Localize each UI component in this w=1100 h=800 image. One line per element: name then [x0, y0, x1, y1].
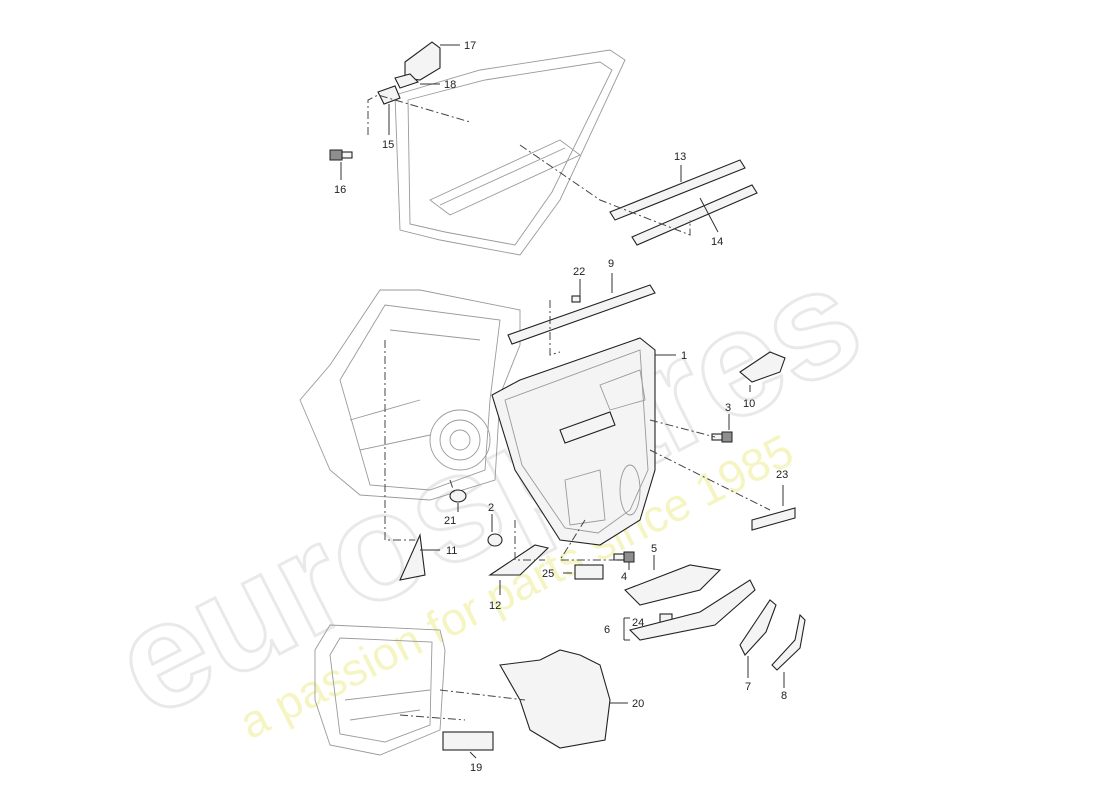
assembly-lines: [367, 94, 771, 721]
badge-23: [751, 507, 796, 531]
callout-9: 9: [608, 258, 614, 270]
callout-7: 7: [745, 681, 751, 693]
callout-4: 4: [621, 571, 627, 583]
bolt-16: [329, 149, 353, 161]
callout-21: 21: [444, 515, 456, 527]
mirror-seal-part: [394, 73, 420, 89]
callout-labels: 1 2 3 4 5 6 7 8 9 10 11 12 13 14 15 16 1…: [334, 40, 788, 774]
armrest-cover-7: [739, 599, 777, 656]
leader-lines: [340, 44, 785, 759]
window-slot-seal-lower: [631, 184, 758, 246]
door-window-frame: [394, 49, 626, 256]
callout-24: 24: [632, 617, 644, 629]
callout-11: 11: [446, 545, 457, 557]
door-handle-part: [739, 351, 786, 383]
window-slot-seal-upper: [609, 159, 746, 221]
door-trim-panel: [491, 337, 656, 546]
callout-16: 16: [334, 184, 346, 196]
window-seal-strip: [507, 284, 656, 345]
callout-20: 20: [632, 698, 644, 710]
callout-10: 10: [743, 398, 755, 410]
clip-22: [571, 295, 581, 303]
watermark: eurospares a passion for parts since 198…: [87, 230, 887, 750]
insulation-20: [499, 649, 611, 749]
callout-23: 23: [776, 469, 788, 481]
clip-21: [449, 489, 467, 503]
mirror-bracket-part: [377, 85, 401, 105]
screw-3: [711, 431, 733, 443]
callout-15: 15: [382, 139, 394, 151]
callout-18: 18: [444, 79, 456, 91]
callout-22: 22: [573, 266, 585, 278]
switch-25: [574, 564, 604, 580]
screw-4: [613, 551, 635, 563]
armrest-switch-5: [624, 564, 722, 606]
callout-25: 25: [542, 568, 554, 580]
callout-12: 12: [489, 600, 501, 612]
armrest-cover-8: [771, 613, 806, 671]
callout-19: 19: [470, 762, 482, 774]
armrest-6: [628, 579, 756, 641]
triangle-trim-11: [399, 532, 426, 581]
door-lower-shell: [314, 624, 446, 756]
callout-13: 13: [674, 151, 686, 163]
callout-2: 2: [488, 502, 494, 514]
callout-3: 3: [725, 402, 731, 414]
callout-17: 17: [464, 40, 476, 52]
callout-14: 14: [711, 236, 723, 248]
callout-5: 5: [651, 543, 657, 555]
panel-19: [442, 731, 494, 751]
callout-1: 1: [681, 350, 687, 362]
callout-8: 8: [781, 690, 787, 702]
watermark-brand: eurospares: [88, 232, 885, 749]
door-inner-shell: [299, 289, 521, 501]
clip-2: [487, 533, 503, 547]
callout-6: 6: [604, 624, 610, 636]
